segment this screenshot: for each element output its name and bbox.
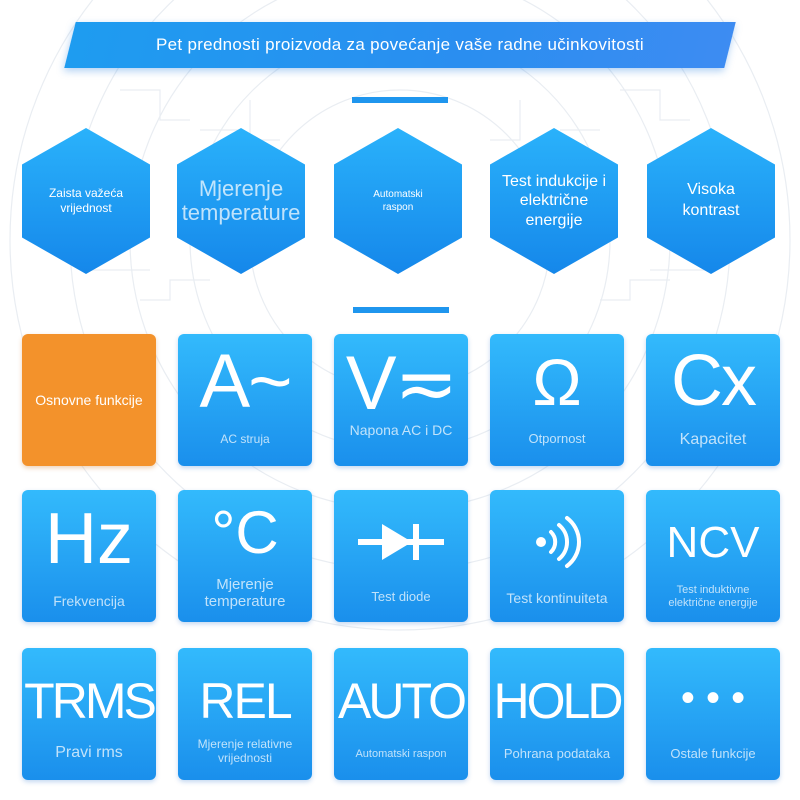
tile-label: Test diode <box>371 589 431 604</box>
tile-label: Test kontinuiteta <box>506 590 608 606</box>
tile-label: Frekvencija <box>53 593 125 609</box>
divider-middle <box>353 307 449 313</box>
tile-ncv: NCV Test induktivne električne energije <box>646 490 780 622</box>
capacitance-icon: Cx <box>671 341 757 421</box>
tile-continuity-test: Test kontinuiteta <box>490 490 624 622</box>
advantage-label: Automatski raspon <box>373 189 423 213</box>
tile-label: Mjerenje relativne vrijednosti <box>197 737 293 765</box>
more-icon: • • • <box>680 676 746 720</box>
tile-trms: TRMS Pravi rms <box>22 648 156 780</box>
page-title: Pet prednosti proizvoda za povećanje vaš… <box>156 35 644 54</box>
tile-label: Napona AC i DC <box>349 422 453 438</box>
celsius-icon: °C <box>211 499 279 566</box>
tile-rel: REL Mjerenje relativne vrijednosti <box>178 648 312 780</box>
frequency-icon: Hz <box>45 499 133 579</box>
rel-icon: REL <box>199 673 292 729</box>
tile-label: AC struja <box>220 432 270 446</box>
ac-current-icon: A~ <box>199 339 292 424</box>
tile-hold: HOLD Pohrana podataka <box>490 648 624 780</box>
tile-capacitance: Cx Kapacitet <box>646 334 780 466</box>
auto-icon: AUTO <box>338 673 467 729</box>
tile-label: Mjerenje temperature <box>204 576 286 611</box>
advantage-label: Mjerenje temperature <box>181 175 301 225</box>
advantage-label: Zaista važeća vrijednost <box>48 186 124 215</box>
divider-top <box>352 97 448 103</box>
tile-auto: AUTO Automatski raspon <box>334 648 468 780</box>
tile-basic-functions: Osnovne funkcije <box>22 334 156 466</box>
ncv-icon: NCV <box>666 518 760 567</box>
tile-label: Ostale funkcije <box>670 746 756 761</box>
trms-icon: TRMS <box>24 673 156 729</box>
advantage-hex-auto-range: Automatski raspon <box>334 128 462 274</box>
advantage-label: Test indukcije i električne energije <box>501 173 607 229</box>
tile-label: Automatski raspon <box>355 748 447 760</box>
tile-ac-current: A~ AC struja <box>178 334 312 466</box>
tile-temperature: °C Mjerenje temperature <box>178 490 312 622</box>
tile-label: Pravi rms <box>55 744 123 761</box>
tile-diode-test: Test diode <box>334 490 468 622</box>
tile-label: Kapacitet <box>679 431 747 448</box>
tile-label: Otpornost <box>528 431 586 446</box>
diode-icon <box>334 522 468 562</box>
voltage-icon: V≂ <box>345 341 458 426</box>
tile-other-functions: • • • Ostale funkcije <box>646 648 780 780</box>
continuity-icon <box>490 512 624 572</box>
advantage-label: Visoka kontrast <box>682 181 740 219</box>
tile-voltage: V≂ Napona AC i DC <box>334 334 468 466</box>
tile-label: Test induktivne električne energije <box>668 584 758 609</box>
tile-frequency: Hz Frekvencija <box>22 490 156 622</box>
hold-icon: HOLD <box>493 673 624 729</box>
tile-resistance: Ω Otpornost <box>490 334 624 466</box>
tile-label: Pohrana podataka <box>503 746 611 761</box>
section-label: Osnovne funkcije <box>35 391 143 408</box>
ohm-icon: Ω <box>532 345 582 419</box>
